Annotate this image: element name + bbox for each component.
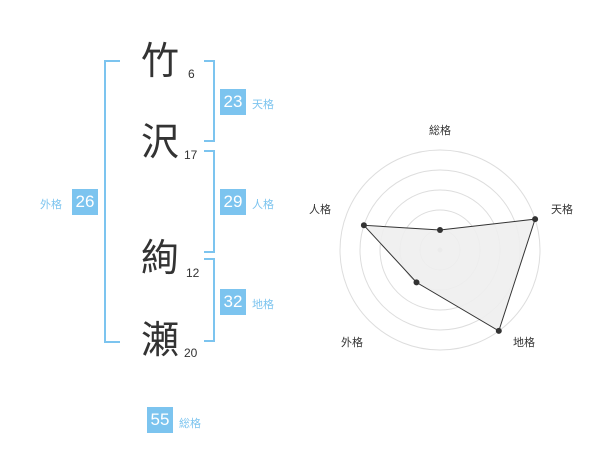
chikaku-label: 地格 [252, 298, 274, 311]
stroke-count-2: 17 [184, 148, 198, 162]
chikaku-value-badge: 32 [220, 289, 246, 315]
tenkaku-bracket [204, 60, 215, 142]
gaikaku-bracket [104, 60, 120, 343]
soukaku-label: 総格 [179, 417, 201, 430]
tenkaku-value-badge: 23 [220, 89, 246, 115]
soukaku-value-badge: 55 [147, 407, 173, 433]
radar-label-soukaku: 総格 [429, 123, 451, 137]
radar-area [362, 218, 536, 332]
radar-label-gaikaku: 外格 [341, 335, 363, 349]
gaikaku-label: 外格 [40, 198, 62, 211]
radar-points [360, 216, 539, 334]
fortune-radar-chart: 総格 天格 地格 外格 人格 [309, 123, 573, 351]
stroke-count-4: 20 [184, 346, 198, 360]
radar-point-2 [532, 216, 539, 223]
name-char-2: 沢 [141, 120, 180, 164]
radar-point-3 [495, 327, 502, 334]
name-char-3: 絢 [141, 236, 180, 280]
radar-ring-5 [339, 149, 541, 351]
tenkaku-label: 天格 [252, 98, 274, 111]
jinkaku-label: 人格 [252, 198, 274, 211]
gaikaku-value-badge: 26 [72, 189, 98, 215]
radar-label-tenkaku: 天格 [551, 202, 573, 216]
radar-label-chikaku: 地格 [513, 335, 535, 349]
chikaku-bracket [204, 258, 215, 342]
radar-point-5 [360, 222, 367, 229]
radar-point-4 [413, 279, 420, 286]
radar-point-1 [437, 227, 443, 233]
name-char-1: 竹 [141, 39, 180, 83]
stroke-count-1: 6 [188, 67, 195, 81]
name-char-4: 瀬 [141, 318, 180, 362]
radar-label-jinkaku: 人格 [309, 202, 331, 216]
stroke-count-3: 12 [186, 266, 200, 280]
jinkaku-bracket [204, 150, 215, 253]
jinkaku-value-badge: 29 [220, 189, 246, 215]
radar-labels: 総格 天格 地格 外格 人格 [309, 123, 573, 349]
